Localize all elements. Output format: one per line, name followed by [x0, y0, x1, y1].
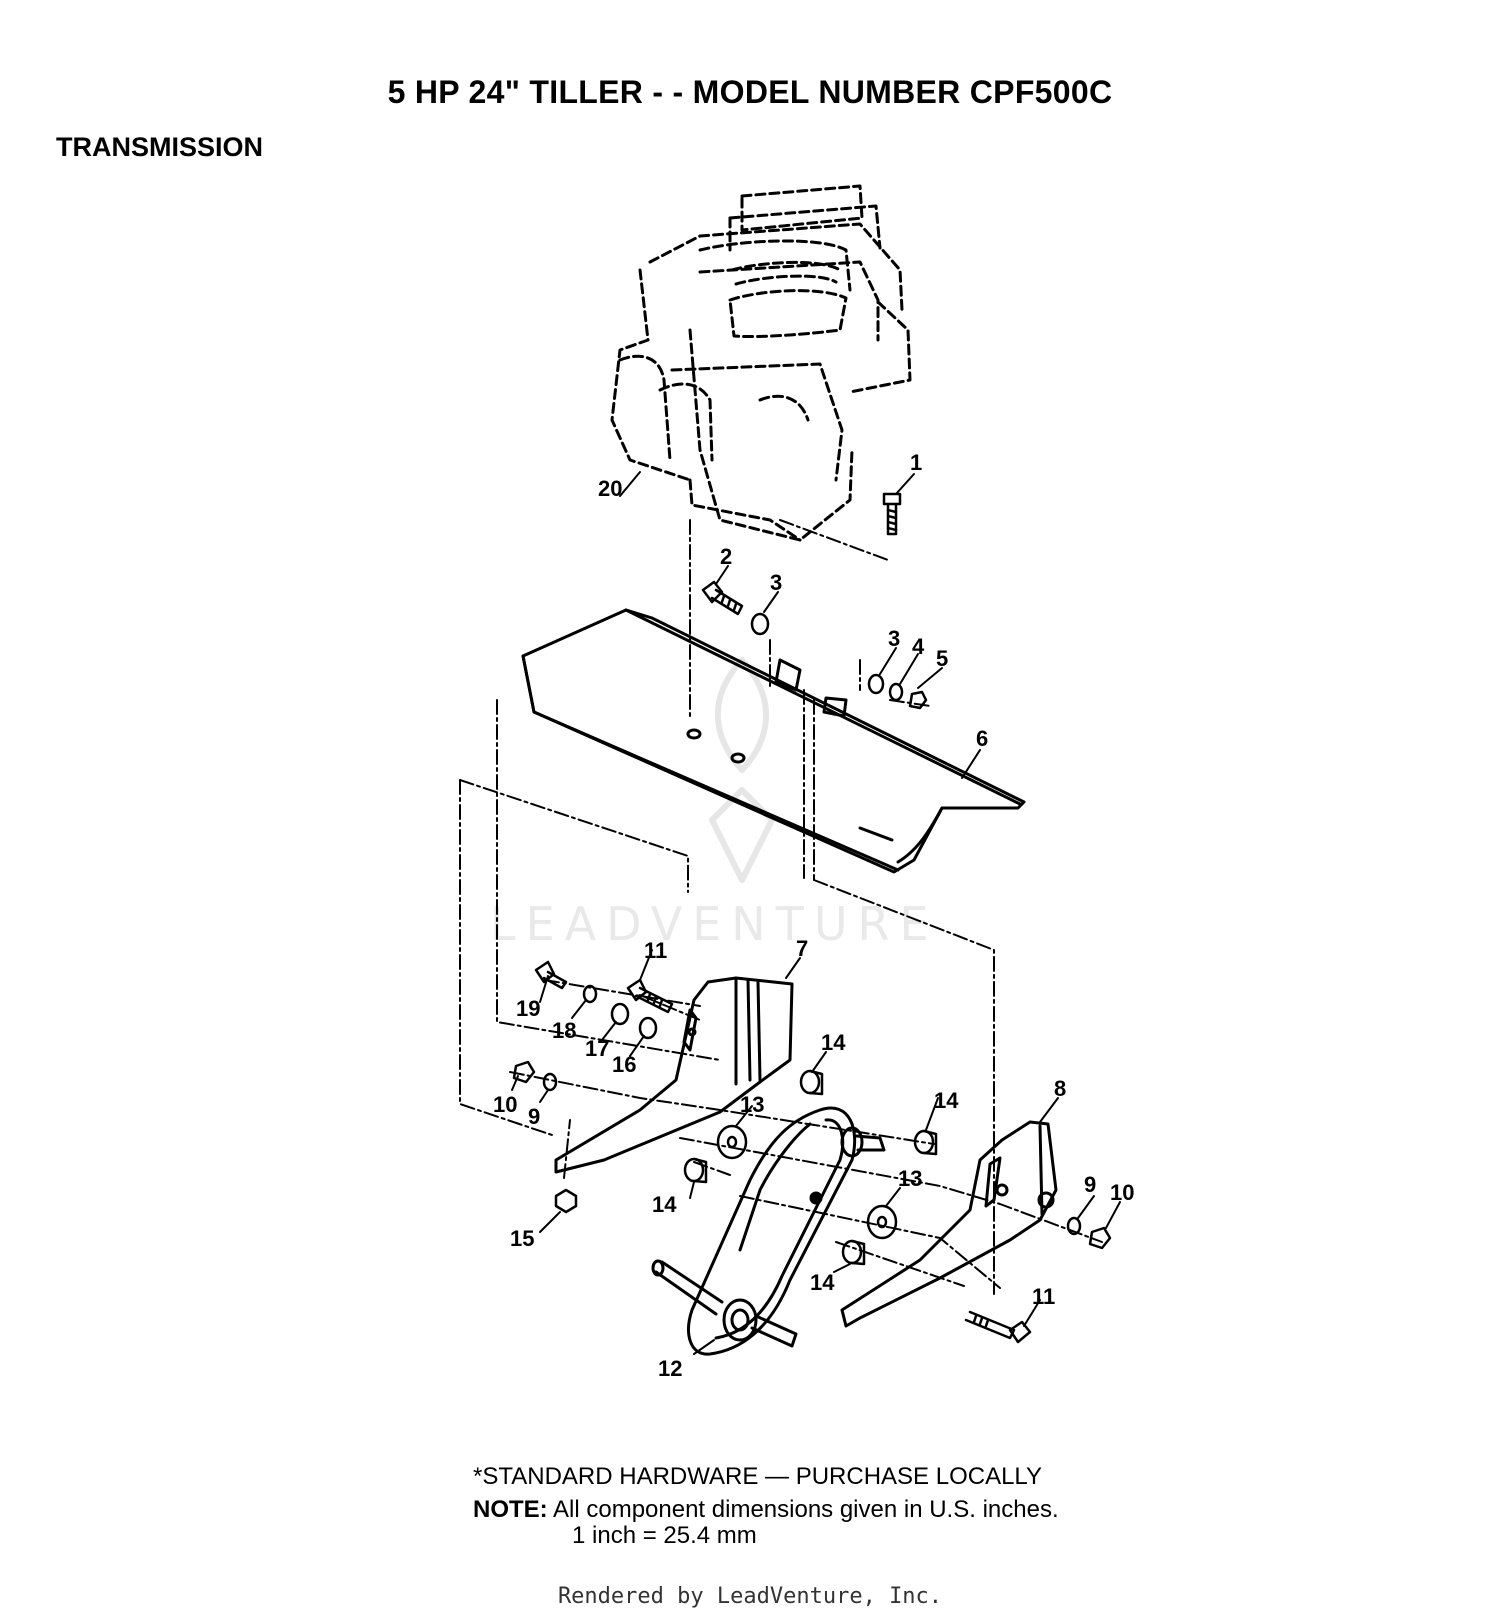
standard-hardware-note: *STANDARD HARDWARE — PURCHASE LOCALLY: [473, 1463, 1042, 1490]
engine-outline: [610, 184, 912, 542]
callout-11: 11: [1032, 1284, 1055, 1309]
callout-13: 13: [898, 1166, 922, 1191]
part-2-bolt: [701, 580, 744, 616]
callout-18: 18: [552, 1018, 576, 1043]
callout-14: 14: [934, 1088, 959, 1113]
callout-3: 3: [770, 570, 782, 595]
part-13-thrust-washer: [876, 1215, 888, 1229]
part-13-thrust-washer: [726, 1135, 738, 1149]
part-10-nut: [512, 1060, 536, 1084]
callout-17: 17: [585, 1036, 609, 1061]
callout-labels: 1 20 2 3 3 4 5 6 7 11 19 18 17 16 14 8 1…: [493, 450, 1134, 1381]
part-14-spacer: [841, 1239, 866, 1266]
part-6-tine-shield: [521, 608, 1026, 874]
part-9-lockwasher: [542, 1072, 558, 1092]
part-14-spacer: [683, 1157, 708, 1184]
callout-20: 20: [598, 476, 622, 501]
part-10-nut: [1088, 1226, 1112, 1250]
part-5-nut: [908, 690, 928, 710]
callout-14: 14: [652, 1192, 677, 1217]
part-16-washer: [638, 1016, 658, 1040]
part-3-washer: [867, 673, 885, 695]
callout-11: 11: [644, 938, 667, 963]
callout-15: 15: [510, 1226, 534, 1251]
callout-16: 16: [612, 1052, 636, 1077]
part-19-bolt: [534, 960, 568, 990]
leader-lines: [511, 471, 1121, 1355]
alignment-lines: [459, 519, 1103, 1295]
callout-5: 5: [936, 646, 948, 671]
unit-conversion: 1 inch = 25.4 mm: [572, 1522, 757, 1549]
part-14-spacer: [799, 1069, 824, 1096]
callout-19: 19: [516, 996, 540, 1021]
part-9-lockwasher: [1066, 1216, 1082, 1236]
part-4-lockwasher: [888, 682, 904, 702]
part-17-washer: [610, 1002, 630, 1026]
watermark-flame-icon: [709, 657, 775, 883]
note-text: All component dimensions given in U.S. i…: [547, 1496, 1059, 1523]
callout-14: 14: [810, 1270, 835, 1295]
callout-6: 6: [976, 726, 988, 751]
section-heading: TRANSMISSION: [56, 132, 264, 162]
part-13-thrust-washer: [716, 1124, 748, 1160]
part-8-right-bracket: [840, 1120, 1058, 1328]
callout-10: 10: [1110, 1180, 1134, 1205]
part-11-bolt: [626, 978, 674, 1014]
callout-14: 14: [821, 1030, 846, 1055]
callout-1: 1: [910, 450, 922, 475]
page-title: 5 HP 24" TILLER - - MODEL NUMBER CPF500C: [387, 74, 1113, 110]
part-7-left-bracket: [554, 976, 794, 1174]
callout-7: 7: [796, 936, 808, 961]
part-1-bolt: [882, 492, 902, 536]
callout-4: 4: [912, 634, 925, 659]
note-label: NOTE:: [473, 1496, 548, 1523]
part-15-nut: [554, 1188, 578, 1214]
part-13-thrust-washer: [866, 1204, 898, 1240]
callout-2: 2: [720, 544, 732, 569]
watermark-text: LEADVENTURE: [490, 897, 939, 951]
part-18-lockwasher: [582, 984, 598, 1004]
callout-12: 12: [658, 1356, 682, 1381]
callout-10: 10: [493, 1092, 517, 1117]
part-11-bolt: [964, 1310, 1032, 1344]
callout-3: 3: [888, 626, 900, 651]
callout-8: 8: [1054, 1076, 1066, 1101]
part-3-washer: [750, 612, 770, 636]
rendered-by-credit: Rendered by LeadVenture, Inc.: [557, 1584, 943, 1609]
dimension-note: NOTE: All component dimensions given in …: [473, 1496, 1059, 1524]
part-12-transmission-chaincase: [651, 1106, 886, 1356]
callout-9: 9: [528, 1104, 540, 1129]
part-14-spacer: [913, 1129, 938, 1156]
callout-9: 9: [1084, 1172, 1096, 1197]
callout-13: 13: [740, 1092, 764, 1117]
watermark: LEADVENTURE: [490, 657, 939, 951]
